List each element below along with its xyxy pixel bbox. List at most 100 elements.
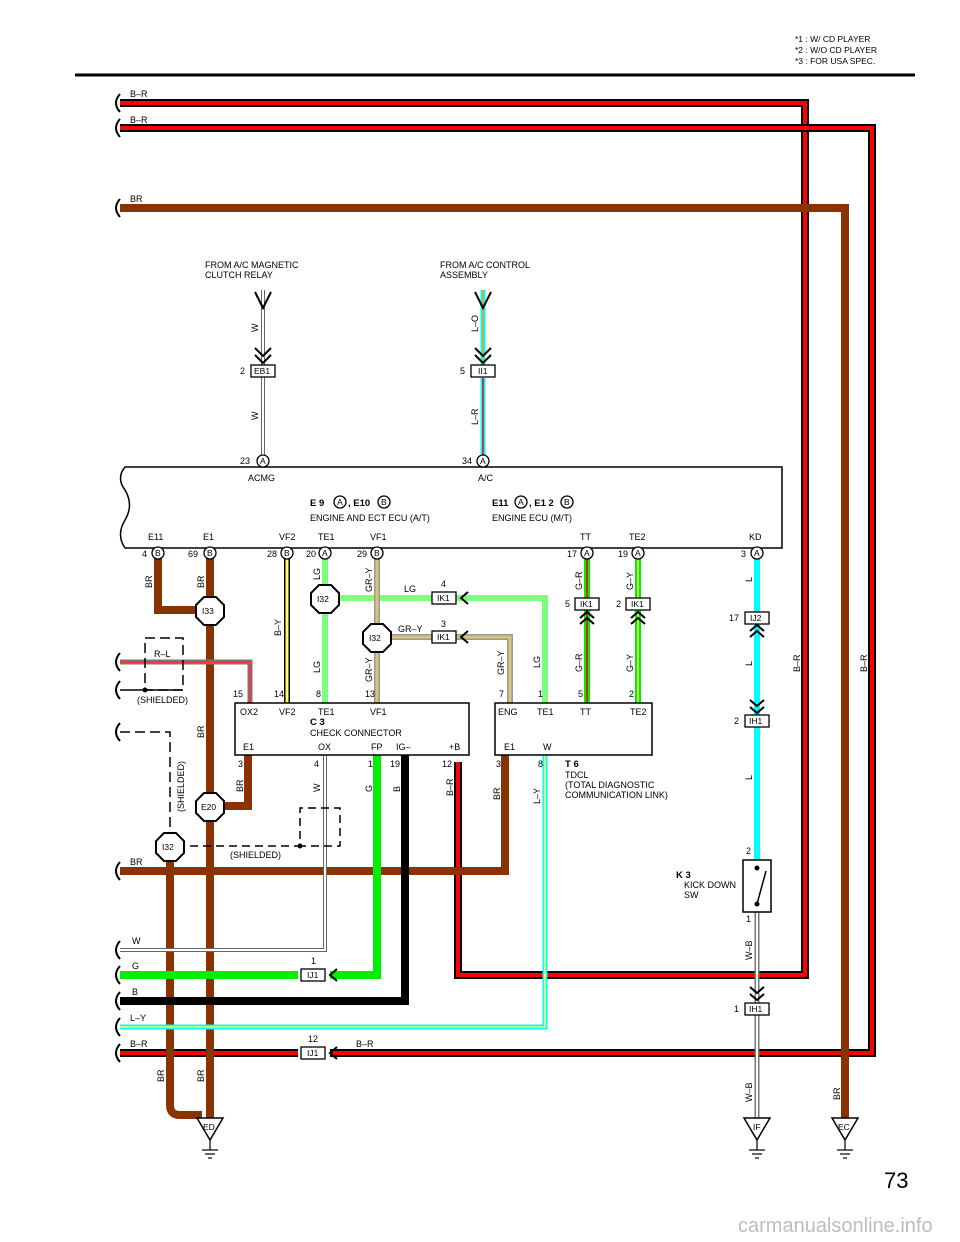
arrow-relay bbox=[254, 291, 272, 365]
svg-text:IJ1: IJ1 bbox=[307, 970, 319, 980]
c3-box bbox=[234, 702, 470, 756]
svg-text:G–R: G–R bbox=[574, 571, 584, 590]
svg-text:BR: BR bbox=[235, 779, 245, 792]
svg-text:OX2: OX2 bbox=[240, 707, 258, 717]
svg-text:BR: BR bbox=[130, 194, 143, 204]
svg-text:IK1: IK1 bbox=[437, 632, 450, 642]
t6-labels: 7 1 5 2 ENG TE1 TT TE2 E1 W 3 8 T 6 TDCL… bbox=[496, 689, 668, 800]
svg-text:5: 5 bbox=[565, 599, 570, 609]
header-note-3: *3 : FOR USA SPEC. bbox=[795, 56, 875, 66]
wire-br-mid bbox=[120, 755, 509, 875]
connector-ij1-a: IJ1 1 bbox=[300, 956, 338, 982]
splice-e20: E20 bbox=[195, 792, 225, 822]
svg-text:B: B bbox=[155, 548, 161, 558]
svg-text:13: 13 bbox=[365, 689, 375, 699]
svg-text:B–R: B–R bbox=[859, 654, 869, 672]
svg-text:W: W bbox=[543, 742, 552, 752]
svg-text:IJ2: IJ2 bbox=[750, 613, 762, 623]
svg-text:A/C: A/C bbox=[478, 473, 494, 483]
svg-text:BR: BR bbox=[196, 575, 206, 588]
svg-text:TE1: TE1 bbox=[537, 707, 554, 717]
wire-color-labels: W W L–O L–R BR BR B–Y LG GR–Y LG GR–Y LG… bbox=[144, 315, 869, 1102]
svg-text:L–O: L–O bbox=[470, 315, 480, 332]
svg-text:20: 20 bbox=[306, 549, 316, 559]
svg-text:, E1 2: , E1 2 bbox=[529, 498, 554, 509]
svg-text:L–Y: L–Y bbox=[532, 788, 542, 804]
svg-text:LG: LG bbox=[404, 584, 416, 594]
connector-ih1-b: IH1 1 bbox=[734, 986, 770, 1016]
svg-text:G–R: G–R bbox=[574, 653, 584, 672]
svg-text:1: 1 bbox=[368, 759, 373, 769]
t6-box bbox=[494, 702, 653, 756]
svg-text:B: B bbox=[207, 548, 213, 558]
ecu-top-pin-acmg: A 23 ACMG bbox=[240, 454, 275, 483]
svg-text:A: A bbox=[337, 497, 343, 507]
svg-text:LG: LG bbox=[312, 568, 322, 580]
svg-text:1: 1 bbox=[734, 1004, 739, 1014]
svg-text:B–R: B–R bbox=[792, 654, 802, 672]
svg-text:GR–Y: GR–Y bbox=[364, 657, 374, 682]
svg-text:E11: E11 bbox=[492, 498, 509, 509]
svg-text:12: 12 bbox=[308, 1034, 318, 1044]
svg-text:CHECK CONNECTOR: CHECK CONNECTOR bbox=[310, 728, 402, 738]
svg-text:14: 14 bbox=[274, 689, 284, 699]
svg-text:B–R: B–R bbox=[130, 89, 148, 99]
svg-text:TE1: TE1 bbox=[318, 707, 335, 717]
svg-text:4: 4 bbox=[142, 549, 147, 559]
svg-text:E11: E11 bbox=[148, 532, 163, 542]
svg-text:1: 1 bbox=[538, 689, 543, 699]
svg-text:FROM A/C MAGNETIC: FROM A/C MAGNETIC bbox=[205, 260, 299, 270]
wire-w-ox bbox=[120, 755, 327, 952]
svg-text:IH1: IH1 bbox=[749, 716, 763, 726]
svg-text:IH1: IH1 bbox=[749, 1004, 763, 1014]
svg-text:ENGINE AND ECT ECU (A/T): ENGINE AND ECT ECU (A/T) bbox=[310, 513, 430, 523]
svg-text:15: 15 bbox=[233, 689, 243, 699]
arrow-control bbox=[474, 291, 492, 365]
svg-text:17: 17 bbox=[729, 613, 739, 623]
svg-text:2: 2 bbox=[746, 846, 751, 856]
connector-ii1: II1 5 bbox=[460, 364, 496, 378]
svg-text:T 6: T 6 bbox=[565, 759, 579, 770]
header-note-2: *2 : W/O CD PLAYER bbox=[795, 45, 877, 55]
svg-text:SW: SW bbox=[684, 890, 699, 900]
svg-text:E 9: E 9 bbox=[310, 498, 324, 509]
svg-text:ASSEMBLY: ASSEMBLY bbox=[440, 270, 488, 280]
svg-text:II1: II1 bbox=[478, 366, 488, 376]
svg-text:29: 29 bbox=[357, 549, 367, 559]
svg-text:IK1: IK1 bbox=[580, 599, 593, 609]
wire-g-fp bbox=[330, 755, 381, 979]
svg-text:G–Y: G–Y bbox=[625, 654, 635, 672]
svg-text:VF1: VF1 bbox=[370, 532, 387, 542]
ground-ec: EC bbox=[830, 1117, 860, 1159]
ecu-box bbox=[119, 466, 783, 549]
svg-text:ACMG: ACMG bbox=[248, 473, 275, 483]
svg-text:BR: BR bbox=[144, 575, 154, 588]
svg-text:TT: TT bbox=[580, 707, 591, 717]
svg-text:B: B bbox=[564, 497, 570, 507]
svg-text:1: 1 bbox=[746, 914, 751, 924]
connector-ik1-a: IK1 4 bbox=[431, 579, 469, 605]
connector-eb1: EB1 2 bbox=[240, 364, 276, 378]
svg-text:3: 3 bbox=[238, 759, 243, 769]
wire-br-i32-ed bbox=[166, 848, 202, 1119]
ecu-bottom-pin-vf1: VF1 29 B bbox=[357, 532, 387, 560]
svg-text:TT: TT bbox=[580, 532, 591, 542]
svg-text:(SHIELDED): (SHIELDED) bbox=[230, 850, 281, 860]
ecu-bottom-pin-te1: TE1 20 A bbox=[306, 532, 335, 560]
k3-switch: 2 1 K 3 KICK DOWN SW bbox=[676, 846, 772, 924]
svg-text:BR: BR bbox=[832, 1087, 842, 1100]
svg-text:2: 2 bbox=[616, 599, 621, 609]
svg-text:B: B bbox=[284, 548, 290, 558]
svg-text:KICK DOWN: KICK DOWN bbox=[684, 880, 736, 890]
svg-text:(SHIELDED): (SHIELDED) bbox=[137, 695, 188, 705]
svg-text:E20: E20 bbox=[201, 802, 216, 812]
svg-text:W–B: W–B bbox=[744, 940, 754, 960]
connector-ik1-d: IK1 2 bbox=[616, 597, 651, 625]
header-note-1: *1 : W/ CD PLAYER bbox=[795, 34, 870, 44]
shield-line-ox bbox=[190, 807, 341, 847]
svg-text:B: B bbox=[374, 548, 380, 558]
svg-text:B: B bbox=[381, 497, 387, 507]
svg-text:17: 17 bbox=[567, 549, 577, 559]
svg-text:VF2: VF2 bbox=[279, 532, 296, 542]
